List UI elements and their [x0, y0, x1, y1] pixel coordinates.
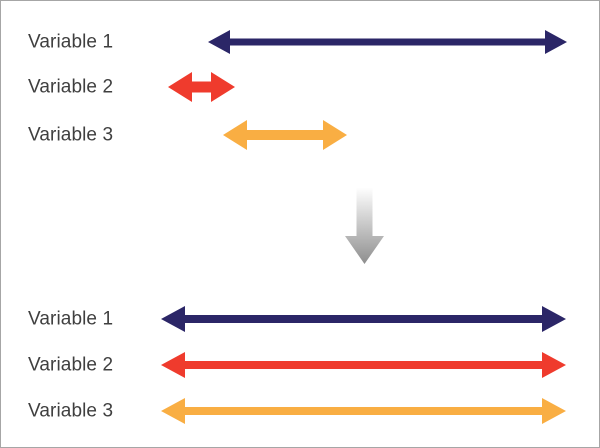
arrow-variable-2-bottom [157, 348, 570, 382]
label-variable-1-top: Variable 1 [28, 31, 114, 53]
label-variable-3-top: Variable 3 [28, 124, 114, 146]
down-arrow-polygon [345, 188, 384, 264]
arrow-variable-2-top [168, 72, 235, 102]
arrow-variable-1-top [204, 26, 571, 58]
arrow-variable-2-top-shape [168, 72, 235, 102]
arrow-variable-3-top [223, 120, 347, 150]
label-variable-3-bottom: Variable 3 [28, 400, 114, 422]
arrow-variable-2-bottom [161, 352, 566, 378]
arrow-variable-1-top-shape [208, 30, 567, 54]
label-variable-2-bottom: Variable 2 [28, 354, 114, 376]
arrow-variable-1-top [208, 30, 567, 54]
arrow-variable-1-bottom [157, 302, 570, 336]
arrow-variable-2-top [164, 68, 239, 106]
arrow-variable-1-bottom [161, 306, 566, 332]
arrow-variable-3-bottom [157, 394, 570, 428]
label-variable-2-top: Variable 2 [28, 76, 114, 98]
down-arrow-shape [345, 188, 384, 264]
label-variable-1-bottom: Variable 1 [28, 308, 114, 330]
arrow-variable-3-top [219, 116, 351, 154]
down-arrow-icon [345, 188, 384, 264]
arrow-variable-2-bottom-shape [161, 352, 566, 378]
arrow-variable-3-bottom-shape [161, 398, 566, 424]
arrow-variable-3-bottom [161, 398, 566, 424]
arrow-variable-1-bottom-shape [161, 306, 566, 332]
arrow-variable-3-top-shape [223, 120, 347, 150]
